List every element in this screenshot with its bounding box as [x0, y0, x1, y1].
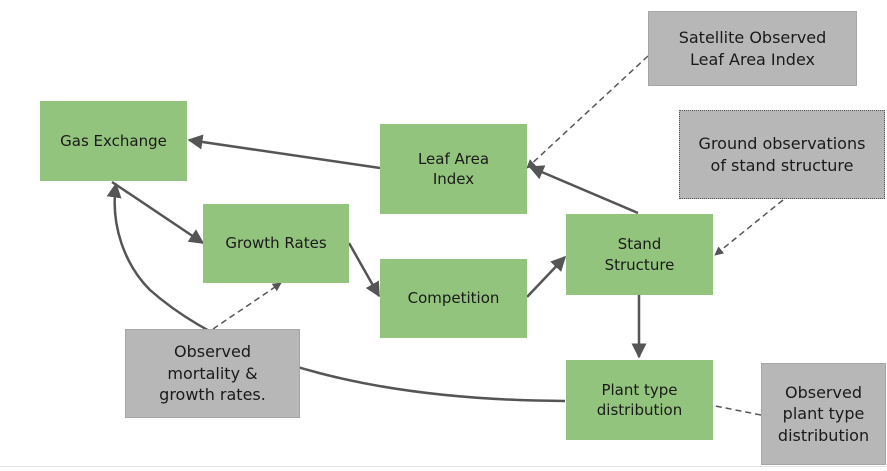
- dashed-arrow-mortality-to-growth-rates: [212, 282, 282, 330]
- node-stand-structure: Stand Structure: [566, 214, 713, 295]
- node-competition: Competition: [380, 259, 527, 338]
- node-observed-mortality-growth-rates: Observed mortality & growth rates.: [125, 329, 300, 418]
- arrow-competition-to-stand-structure: [526, 255, 567, 298]
- arrow-growth-rates-to-competition: [347, 242, 381, 298]
- node-leaf-area-index: Leaf Area Index: [380, 124, 527, 214]
- arrow-gas-exchange-to-growth-rates: [111, 180, 205, 245]
- arrow-lai-to-gas-exchange: [187, 134, 381, 170]
- node-satellite-observed-lai: Satellite Observed Leaf Area Index: [648, 11, 857, 86]
- node-growth-rates: Growth Rates: [203, 204, 349, 283]
- node-plant-type-distribution: Plant type distribution: [566, 360, 713, 440]
- node-observed-plant-type-distribution: Observed plant type distribution: [761, 363, 886, 465]
- bottom-divider: [0, 466, 887, 467]
- dashed-arrow-satellite-to-lai: [526, 55, 649, 169]
- dashed-arrow-ground-to-stand-structure: [714, 199, 784, 256]
- node-gas-exchange: Gas Exchange: [40, 101, 187, 181]
- node-ground-observations-stand-structure: Ground observations of stand structure: [679, 110, 885, 199]
- arrow-stand-structure-to-lai: [528, 165, 639, 215]
